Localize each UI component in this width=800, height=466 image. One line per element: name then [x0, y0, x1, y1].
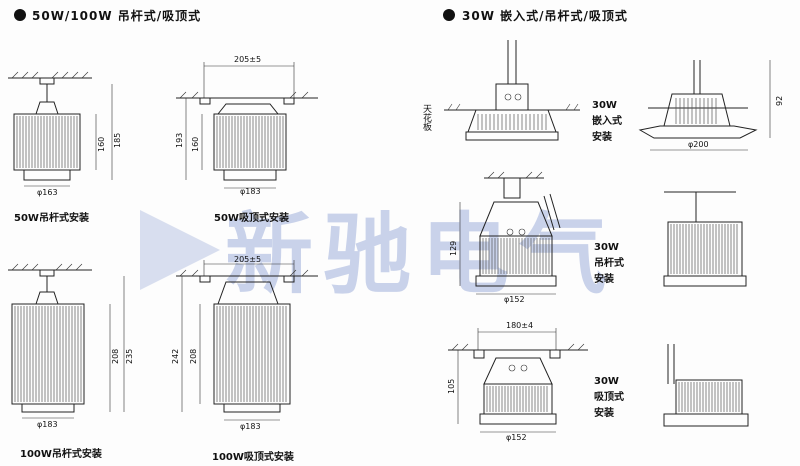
dim-c-height2: 235	[125, 349, 134, 364]
dim-a-diameter: φ163	[37, 188, 58, 197]
caption-g-2: 安装	[594, 406, 614, 419]
dim-g-height: 105	[447, 379, 456, 394]
dim-b-height2: 160	[191, 137, 200, 152]
caption-e-1: 嵌入式	[592, 114, 622, 127]
dim-c-diameter: φ183	[37, 420, 58, 429]
fixture-50w-pendant: φ163 160 185 50W吊杆式安装	[8, 71, 122, 224]
label-30w-e: 30W	[592, 100, 617, 111]
fixture-50w-ceiling: 205±5 φ183 193 160 50W吸顶式安装	[175, 55, 318, 224]
dim-e-diameter: φ200	[688, 140, 709, 149]
caption-f-2: 安装	[594, 272, 614, 285]
dim-d-width: 205±5	[234, 255, 261, 264]
caption-b: 50W吸顶式安装	[214, 211, 289, 224]
dim-b-height1: 193	[175, 133, 184, 148]
dim-d-height2: 208	[189, 349, 198, 364]
caption-g-1: 吸顶式	[594, 390, 624, 403]
caption-a: 50W吊杆式安装	[14, 211, 89, 224]
dim-c-height1: 208	[111, 349, 120, 364]
dim-f-diameter: φ152	[504, 295, 525, 304]
watermark-logo-icon	[140, 210, 220, 290]
watermark: 新驰电气	[140, 203, 607, 306]
ceiling-board-label: 天花板	[421, 104, 432, 132]
dim-d-height1: 242	[171, 349, 180, 364]
fixture-30w-ceiling: 180±4 φ152 105 30W 吸顶式 安装	[447, 321, 749, 442]
caption-f-1: 吊杆式	[594, 256, 624, 269]
fixture-100w-ceiling: 205±5 φ183 242 208 100W吸顶式安装	[171, 255, 318, 463]
dim-e-height: 92	[775, 96, 784, 106]
header-right: 30W 嵌入式/吊杆式/吸顶式	[462, 8, 628, 23]
dim-b-width: 205±5	[234, 55, 261, 64]
dim-a-height1: 160	[97, 137, 106, 152]
dim-b-diameter: φ183	[240, 187, 261, 196]
dim-g-diameter: φ152	[506, 433, 527, 442]
header-left: 50W/100W 吊杆式/吸顶式	[32, 8, 201, 23]
fixture-30w-recessed: 天花板 30W 嵌入式 安装 φ200 92	[421, 40, 784, 151]
bullet-icon	[14, 9, 26, 21]
fixture-100w-pendant: φ183 208 235 100W吊杆式安装	[8, 263, 134, 460]
dim-g-width: 180±4	[506, 321, 533, 330]
label-30w-g: 30W	[594, 376, 619, 387]
caption-e-2: 安装	[592, 130, 612, 143]
dim-f-height: 129	[449, 241, 458, 256]
caption-c: 100W吊杆式安装	[20, 447, 102, 460]
bullet-icon	[443, 9, 455, 21]
caption-d: 100W吸顶式安装	[212, 450, 294, 463]
fixture-30w-pendant: φ152 129 30W 吊杆式 安装	[449, 171, 747, 304]
dim-d-diameter: φ183	[240, 422, 261, 431]
label-30w-f: 30W	[594, 242, 619, 253]
dim-a-height2: 185	[113, 133, 122, 148]
